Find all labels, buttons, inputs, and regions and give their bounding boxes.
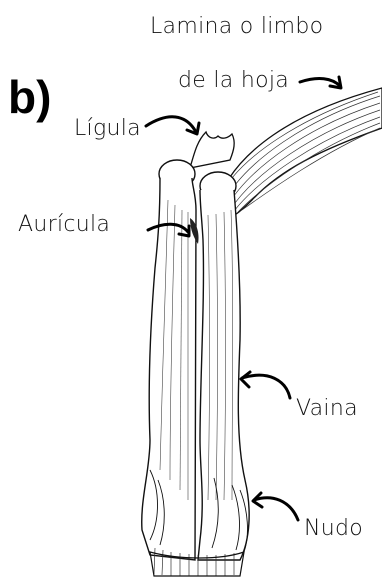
node-base-outline [150, 552, 244, 576]
label-auricula: Aurícula [18, 212, 110, 237]
label-vaina: Vaina [296, 396, 358, 421]
label-lamina-line2: de la hoja [178, 68, 289, 93]
leaf-blade [214, 88, 382, 222]
panel-letter: b) [8, 70, 51, 124]
ligule-shape [190, 132, 234, 168]
label-ligula: Lígula [74, 116, 141, 141]
label-lamina-line1: Lamina o limbo [150, 14, 323, 39]
sheath-right [198, 172, 249, 560]
label-nudo: Nudo [304, 516, 363, 541]
